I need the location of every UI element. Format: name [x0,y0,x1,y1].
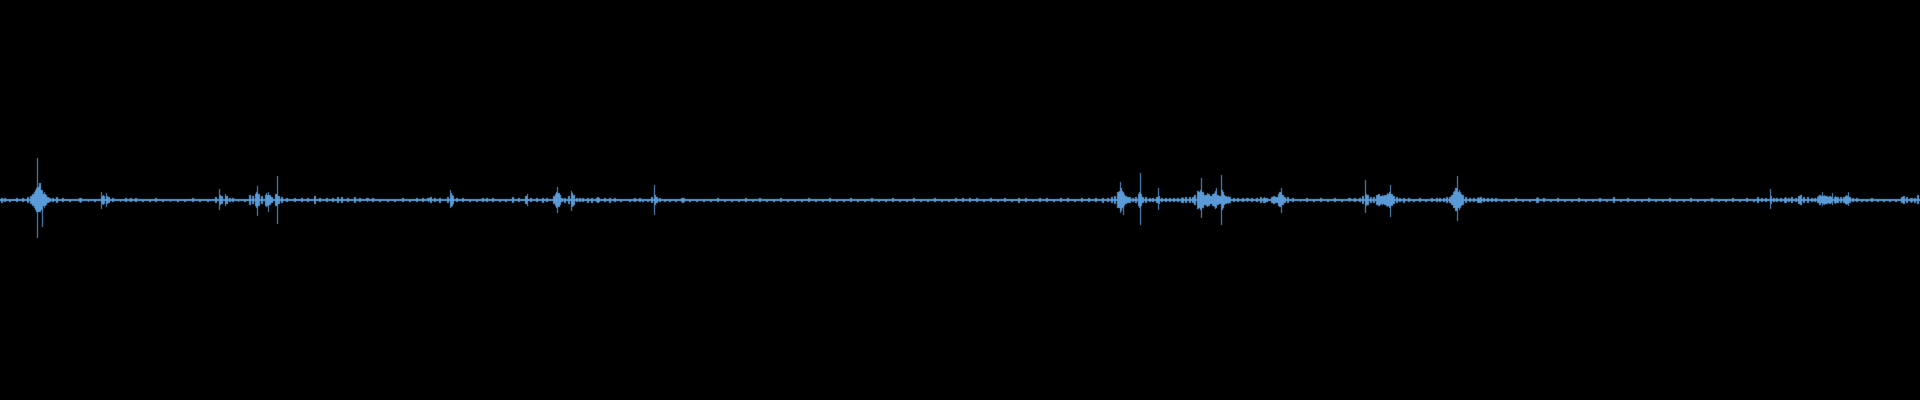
waveform-panel [0,0,1920,400]
audio-waveform-canvas[interactable] [0,0,1920,400]
